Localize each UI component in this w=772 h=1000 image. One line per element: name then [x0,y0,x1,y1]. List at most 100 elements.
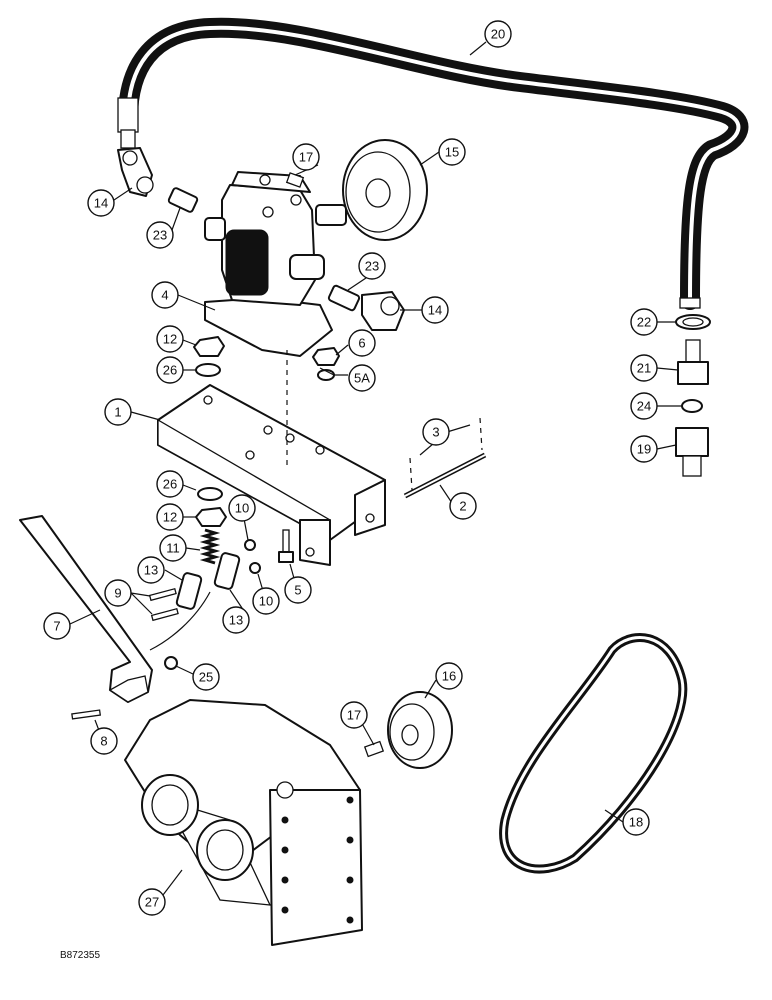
svg-text:14: 14 [94,196,108,211]
pump [204,171,347,357]
svg-text:23: 23 [153,228,167,243]
key-lower [363,740,385,758]
svg-text:13: 13 [144,563,158,578]
svg-text:11: 11 [166,541,180,556]
callout-26b: 26 [156,470,184,498]
svg-text:9: 9 [114,586,121,601]
hose-clamp [675,314,711,330]
callout-4: 4 [151,281,179,309]
svg-text:5A: 5A [354,371,370,386]
callout-17b: 17 [340,701,368,729]
nut-upper [193,336,225,357]
elbow-fitting-lower [361,291,405,331]
callout-7: 7 [43,612,71,640]
callout-3: 3 [422,418,450,446]
svg-text:3: 3 [432,425,439,440]
callout-11: 11 [159,534,187,562]
callout-12b: 12 [156,503,184,531]
callout-26a: 26 [156,356,184,384]
pulley-lower [387,691,453,769]
callout-21: 21 [630,354,658,382]
svg-text:8: 8 [100,734,107,749]
svg-text:25: 25 [199,670,213,685]
svg-text:12: 12 [163,510,177,525]
nut-6 [312,347,340,366]
svg-text:5: 5 [294,583,301,598]
callout-1: 1 [104,398,132,426]
svg-text:20: 20 [491,27,505,42]
pulley-upper [342,139,428,241]
mounting-bracket [157,384,386,566]
svg-text:1: 1 [114,405,121,420]
svg-text:18: 18 [629,815,643,830]
callout-13b: 13 [222,606,250,634]
link-left [175,572,203,610]
callout-9: 9 [104,579,132,607]
link-right [213,552,241,590]
hose-fitting-right [679,297,701,309]
callout-10b: 10 [252,587,280,615]
callout-15: 15 [438,138,466,166]
svg-text:22: 22 [637,315,651,330]
cotter-pin [409,457,413,491]
callout-17a: 17 [292,143,320,171]
svg-text:17: 17 [299,150,313,165]
hose [117,17,749,310]
svg-text:24: 24 [637,399,651,414]
washer-lower [197,487,223,501]
svg-text:16: 16 [442,669,456,684]
callout-6: 6 [348,329,376,357]
pump-side-plate [225,229,269,296]
washer-upper [195,363,221,377]
callout-13a: 13 [137,556,165,584]
svg-text:10: 10 [235,501,249,516]
svg-text:19: 19 [637,442,651,457]
drawing-code: B872355 [60,950,101,961]
elbow-fitting-upper [117,147,154,197]
callout-5a: 5A [348,364,376,392]
svg-text:12: 12 [163,332,177,347]
barb-fitting [677,339,709,385]
svg-text:6: 6 [358,336,365,351]
callout-25: 25 [192,663,220,691]
bolt-8 [71,709,102,720]
svg-text:13: 13 [229,613,243,628]
callout-27: 27 [138,888,166,916]
coupler-19 [675,427,709,477]
lever [19,515,153,703]
nut-10-lower [249,562,261,574]
svg-text:26: 26 [163,477,177,492]
bolt-9-lower [150,607,179,622]
callout-14b: 14 [421,296,449,324]
v-belt [499,633,688,874]
spring [199,528,221,565]
callout-2: 2 [449,492,477,520]
washer-24 [681,399,703,413]
svg-text:2: 2 [459,499,466,514]
key-upper [285,172,305,188]
svg-text:10: 10 [259,594,273,609]
svg-text:17: 17 [347,708,361,723]
svg-text:23: 23 [365,259,379,274]
bolt-5 [278,529,294,563]
callout-24: 24 [630,392,658,420]
svg-text:21: 21 [637,361,651,376]
callout-10a: 10 [228,494,256,522]
callout-20: 20 [484,20,512,48]
gearbox-housing [124,699,363,946]
nut-25 [164,656,178,670]
nut-10-upper [244,539,256,551]
callout-12a: 12 [156,325,184,353]
callout-22: 22 [630,308,658,336]
callout-19: 19 [630,435,658,463]
callout-18: 18 [622,808,650,836]
svg-text:26: 26 [163,363,177,378]
callout-5: 5 [284,576,312,604]
nipple-lower [327,284,361,312]
nut-lower [195,507,227,527]
callout-16: 16 [435,662,463,690]
hose-fitting-left [117,97,139,133]
nipple-upper [167,187,199,213]
svg-text:4: 4 [161,288,168,303]
